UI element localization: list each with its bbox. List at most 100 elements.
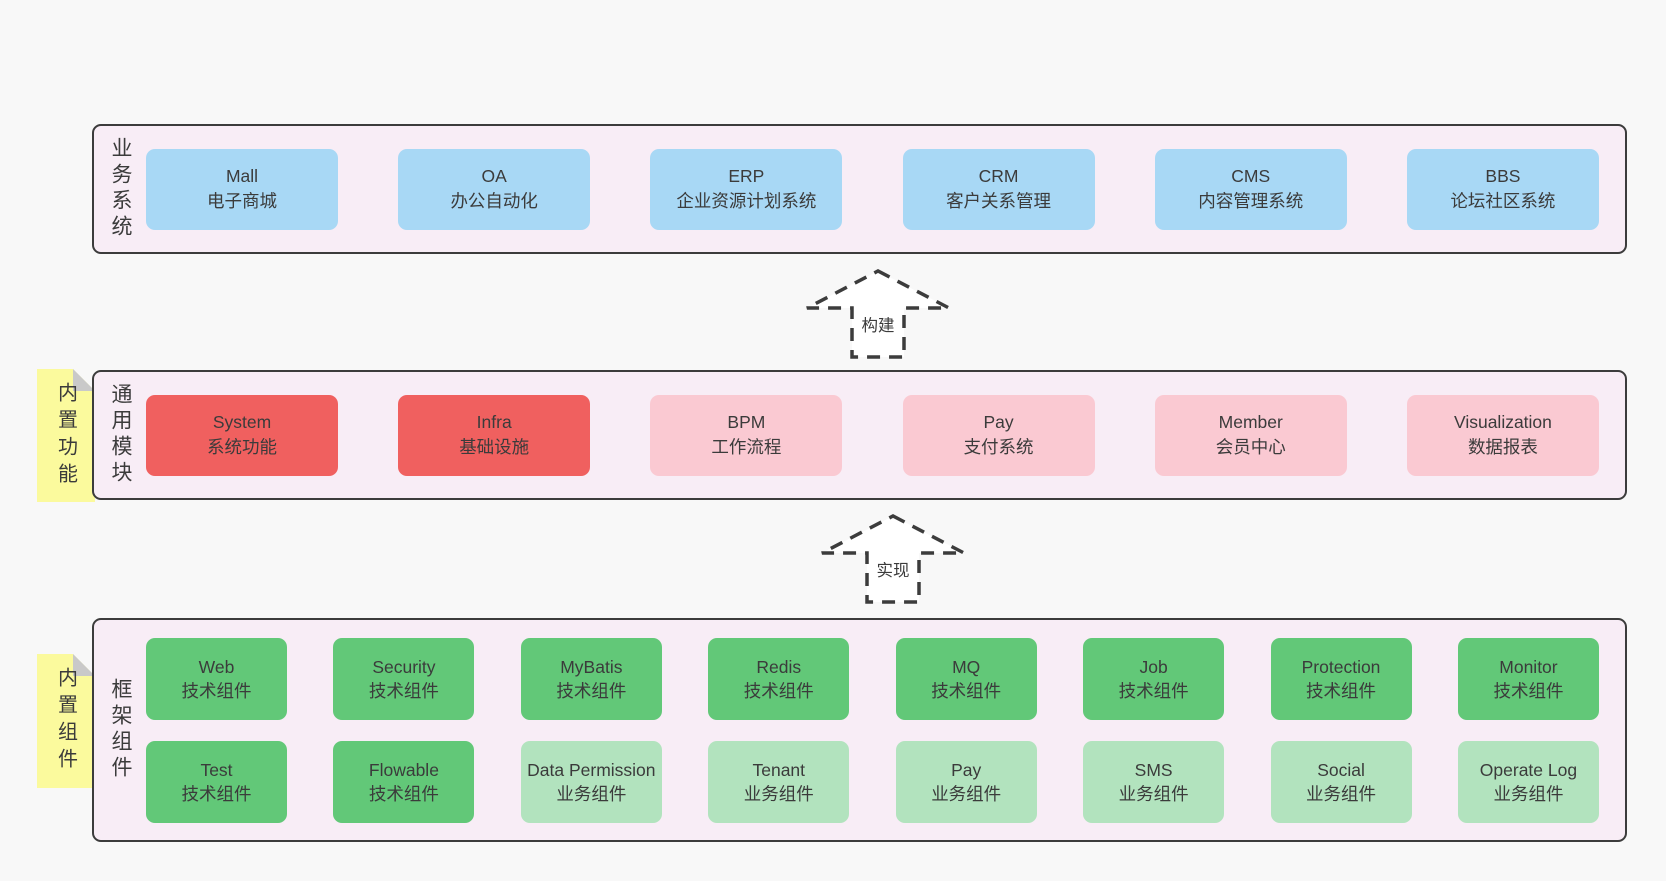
box-system: System 系统功能 bbox=[146, 394, 338, 476]
box-desc: 业务组件 bbox=[743, 783, 814, 804]
framework-components-grid: Web 技术组件 Security 技术组件 MyBatis 技术组件 Redi… bbox=[146, 620, 1625, 840]
box-name: MQ bbox=[952, 656, 981, 677]
box-name: Security bbox=[372, 656, 436, 677]
box-desc: 会员中心 bbox=[1215, 437, 1286, 457]
box-name: Member bbox=[1218, 412, 1283, 432]
box-desc: 业务组件 bbox=[931, 783, 1002, 804]
box-visualization: Visualization 数据报表 bbox=[1406, 394, 1599, 476]
business-systems-box-row: Mall 电子商城 OA 办公自动化 ERP 企业资源计划系统 CRM 客户关系… bbox=[146, 126, 1625, 252]
box-name: BBS bbox=[1485, 166, 1521, 186]
layer-label-common-modules: 通用模块 bbox=[109, 383, 132, 487]
box-oa: OA 办公自动化 bbox=[398, 148, 591, 230]
box-desc: 技术组件 bbox=[368, 783, 439, 804]
box-name: Protection bbox=[1301, 656, 1381, 677]
box-desc: 技术组件 bbox=[181, 783, 252, 804]
sticky-note-icon bbox=[37, 369, 95, 502]
box-social: Social 业务组件 bbox=[1270, 740, 1412, 823]
box-member: Member 会员中心 bbox=[1154, 394, 1347, 476]
box-desc: 业务组件 bbox=[556, 783, 627, 804]
box-desc: 技术组件 bbox=[1118, 680, 1189, 701]
box-name: Monitor bbox=[1499, 656, 1558, 677]
box-name: Flowable bbox=[368, 759, 439, 780]
box-name: Tenant bbox=[752, 759, 806, 780]
box-desc: 电子商城 bbox=[207, 191, 277, 211]
box-desc: 企业资源计划系统 bbox=[676, 191, 817, 211]
layer-label-business-systems: 业务系统 bbox=[109, 137, 132, 241]
box-bbs: BBS 论坛社区系统 bbox=[1406, 148, 1599, 230]
box-data-permission: Data Permission 业务组件 bbox=[520, 740, 662, 823]
box-name: CRM bbox=[978, 166, 1019, 186]
box-desc: 客户关系管理 bbox=[946, 191, 1052, 211]
layer-label-framework-components: 框架组件 bbox=[109, 678, 132, 782]
box-name: Test bbox=[200, 759, 233, 780]
box-desc: 数据报表 bbox=[1467, 437, 1538, 457]
box-name: Operate Log bbox=[1479, 759, 1578, 780]
box-name: System bbox=[212, 412, 272, 432]
box-desc: 业务组件 bbox=[1493, 783, 1564, 804]
box-name: OA bbox=[481, 166, 507, 186]
box-desc: 技术组件 bbox=[556, 680, 627, 701]
box-name: Pay bbox=[951, 759, 982, 780]
build-arrow-label: 构建 bbox=[858, 311, 898, 337]
box-desc: 技术组件 bbox=[181, 680, 252, 701]
box-desc: 系统功能 bbox=[207, 437, 277, 457]
box-name: BPM bbox=[727, 412, 766, 432]
box-infra: Infra 基础设施 bbox=[398, 394, 591, 476]
box-name: ERP bbox=[728, 166, 765, 186]
box-name: Infra bbox=[476, 412, 512, 432]
box-desc: 技术组件 bbox=[743, 680, 814, 701]
box-redis: Redis 技术组件 bbox=[708, 637, 850, 720]
box-test: Test 技术组件 bbox=[146, 740, 287, 823]
box-name: CMS bbox=[1231, 166, 1271, 186]
box-mall: Mall 电子商城 bbox=[146, 148, 338, 230]
box-bpm: BPM 工作流程 bbox=[650, 394, 843, 476]
box-protection: Protection 技术组件 bbox=[1270, 637, 1412, 720]
box-pay-module: Pay 支付系统 bbox=[902, 394, 1095, 476]
note-built-in-features: 内置功能 bbox=[37, 369, 95, 502]
box-security: Security 技术组件 bbox=[333, 637, 475, 720]
box-desc: 业务组件 bbox=[1306, 783, 1377, 804]
box-name: Web bbox=[198, 656, 235, 677]
box-web: Web 技术组件 bbox=[146, 637, 287, 720]
box-name: SMS bbox=[1134, 759, 1173, 780]
box-desc: 支付系统 bbox=[963, 437, 1034, 457]
common-modules-box-row: System 系统功能 Infra 基础设施 BPM 工作流程 Pay 支付系统… bbox=[146, 372, 1625, 498]
box-name: Pay bbox=[983, 412, 1014, 432]
note-label: 内置功能 bbox=[54, 381, 77, 490]
box-name: MyBatis bbox=[560, 656, 623, 677]
box-desc: 技术组件 bbox=[368, 680, 439, 701]
box-desc: 论坛社区系统 bbox=[1450, 191, 1556, 211]
box-name: Redis bbox=[756, 656, 802, 677]
box-desc: 内容管理系统 bbox=[1198, 191, 1304, 211]
layer-common-modules: 通用模块 System 系统功能 Infra 基础设施 BPM 工作流程 Pay… bbox=[92, 370, 1627, 500]
implement-arrow-label: 实现 bbox=[873, 556, 913, 582]
box-name: Mall bbox=[225, 166, 259, 186]
box-mybatis: MyBatis 技术组件 bbox=[520, 637, 662, 720]
box-desc: 业务组件 bbox=[1118, 783, 1189, 804]
box-desc: 技术组件 bbox=[1493, 680, 1564, 701]
layer-framework-components: 框架组件 Web 技术组件 Security 技术组件 MyBatis 技术组件… bbox=[92, 618, 1627, 842]
implement-arrow: 实现 bbox=[818, 513, 968, 605]
box-cms: CMS 内容管理系统 bbox=[1154, 148, 1347, 230]
box-operate-log: Operate Log 业务组件 bbox=[1457, 740, 1599, 823]
box-tenant: Tenant 业务组件 bbox=[708, 740, 850, 823]
box-flowable: Flowable 技术组件 bbox=[333, 740, 475, 823]
box-job: Job 技术组件 bbox=[1083, 637, 1225, 720]
box-desc: 办公自动化 bbox=[450, 191, 538, 211]
layer-business-systems: 业务系统 Mall 电子商城 OA 办公自动化 ERP 企业资源计划系统 CRM… bbox=[92, 124, 1627, 254]
sticky-note-icon bbox=[37, 654, 95, 788]
box-desc: 基础设施 bbox=[459, 437, 530, 457]
note-built-in-components: 内置组件 bbox=[37, 654, 95, 788]
box-name: Social bbox=[1317, 759, 1365, 780]
box-sms: SMS 业务组件 bbox=[1083, 740, 1225, 823]
box-name: Data Permission bbox=[527, 759, 656, 780]
box-erp: ERP 企业资源计划系统 bbox=[650, 148, 843, 230]
box-desc: 工作流程 bbox=[711, 437, 782, 457]
box-pay-component: Pay 业务组件 bbox=[895, 740, 1037, 823]
build-arrow: 构建 bbox=[803, 268, 953, 360]
box-desc: 技术组件 bbox=[931, 680, 1002, 701]
box-name: Visualization bbox=[1453, 412, 1552, 432]
box-monitor: Monitor 技术组件 bbox=[1457, 637, 1599, 720]
box-crm: CRM 客户关系管理 bbox=[902, 148, 1095, 230]
